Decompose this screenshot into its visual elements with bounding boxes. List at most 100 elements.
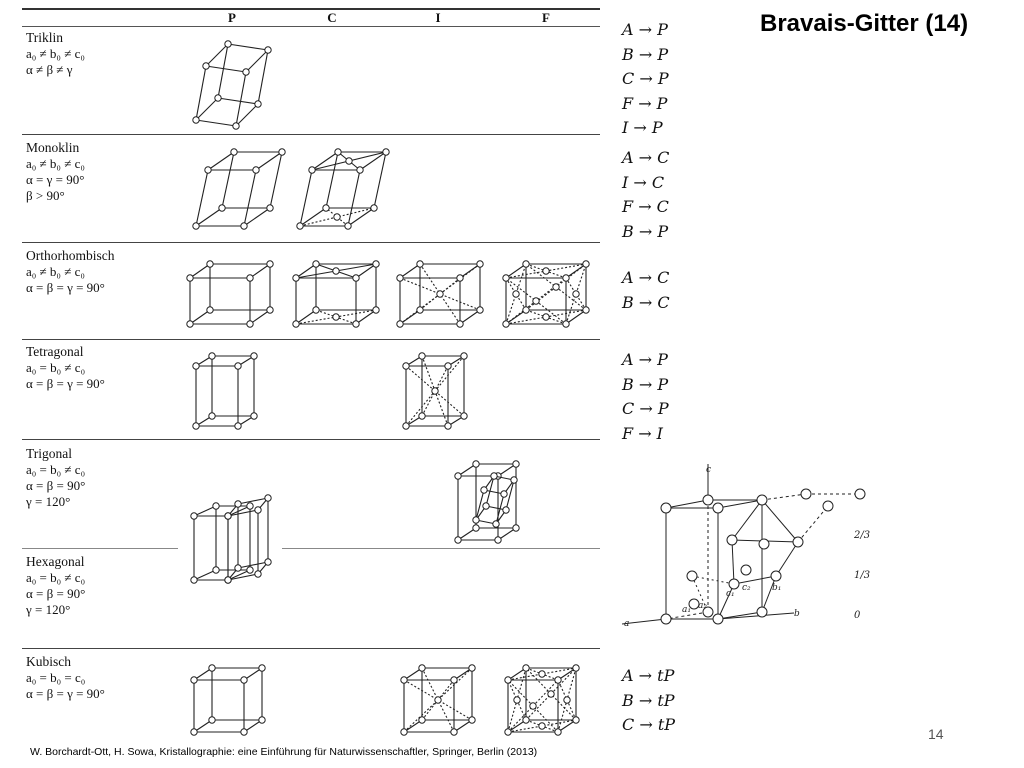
cell-edge (227, 505, 251, 517)
cell-hexagonal-p (190, 494, 272, 584)
lattice-atom (418, 664, 426, 672)
lattice-atom (450, 728, 458, 736)
lattice-atom (296, 222, 304, 230)
axis-label-a2: a₂ (698, 601, 707, 611)
rule-line: F → C (622, 197, 669, 216)
cell-edge (245, 49, 269, 73)
cell-edge (507, 719, 577, 733)
lattice-atom (242, 68, 250, 76)
cell-edge (434, 365, 449, 392)
cell-edge (237, 561, 269, 569)
cell-edge (195, 169, 209, 227)
cell-edge (373, 151, 387, 209)
lattice-atom (206, 306, 214, 314)
cell-edge (399, 277, 441, 295)
cell-trigonal-r (454, 460, 520, 544)
lattice-atom (264, 46, 272, 54)
height-label-two-thirds: 2/3 (853, 530, 870, 541)
axis-label-a: a (624, 619, 629, 629)
system-condition: α = β = γ = 90° (26, 686, 105, 701)
lattice-atom (333, 213, 341, 221)
lattice-atom (212, 502, 220, 510)
lattice-atom (512, 460, 520, 468)
lattice-atom (250, 352, 258, 360)
lattice-atom (356, 166, 364, 174)
cell-edge (221, 151, 235, 209)
lattice-atom (332, 313, 340, 321)
lattice-atom (370, 204, 378, 212)
cell-edge (399, 263, 421, 279)
rule-line: I → P (622, 118, 663, 137)
rule-line: C → tP (622, 715, 676, 734)
cell-edge (195, 65, 207, 121)
cell-edge (565, 263, 587, 325)
cell-edge (227, 569, 251, 581)
column-header-f: F (542, 10, 550, 25)
system-condition: a₀ = b₀ ≠ c₀ (26, 570, 86, 585)
lattice-atom (563, 696, 571, 704)
lattice-atom (258, 716, 266, 724)
axis-b-line (717, 612, 795, 620)
lattice-atom (400, 728, 408, 736)
system-condition: a₀ = b₀ ≠ c₀ (26, 360, 86, 375)
lattice-atom (504, 676, 512, 684)
system-name: Tetragonal (26, 344, 84, 359)
lattice-atom (246, 566, 254, 574)
lattice-atom (240, 728, 248, 736)
lattice-atom (502, 320, 510, 328)
lattice-atom (234, 362, 242, 370)
lattice-atom (480, 486, 488, 494)
lattice-atom (308, 166, 316, 174)
system-triklin: Triklin a₀ ≠ b₀ ≠ c₀ α ≠ β ≠ γ (26, 30, 85, 78)
cell-edge (485, 475, 495, 507)
lattice-atom (400, 676, 408, 684)
lattice-atom (529, 702, 537, 710)
lattice-atom (322, 204, 330, 212)
axis-label-b1: b₁ (772, 583, 781, 593)
system-condition: α = β = γ = 90° (26, 280, 105, 295)
system-condition: γ = 120° (26, 494, 71, 509)
cell-edge (439, 293, 481, 311)
cell-edge (249, 263, 271, 279)
cell-edge (505, 479, 515, 511)
rule-group-2: A → C I → C F → C B → P (622, 146, 669, 244)
cell-edge (195, 119, 237, 127)
lattice-atom (190, 728, 198, 736)
column-header-i: I (435, 10, 441, 25)
cell-edge (195, 207, 223, 227)
system-name: Trigonal (26, 446, 73, 461)
system-name: Orthorhombisch (26, 248, 115, 263)
cell-monoklin-p (192, 148, 286, 230)
lattice-atom (472, 524, 480, 532)
lattice-atom (396, 274, 404, 282)
rule-line: A → tP (622, 666, 675, 685)
cell-edge (437, 699, 455, 733)
lattice-atom (456, 274, 464, 282)
cell-edge (459, 309, 481, 325)
lattice-atom (252, 166, 260, 174)
lattice-atom (502, 506, 510, 514)
cell-edge (565, 263, 587, 279)
system-condition: α = γ = 90° (26, 172, 85, 187)
lattice-atom (582, 260, 590, 268)
system-name: Kubisch (26, 654, 71, 669)
cell-edge (421, 390, 436, 417)
cell-edge (299, 169, 313, 227)
lattice-atom (312, 260, 320, 268)
lattice-atom (500, 490, 508, 498)
rule-group-5: A → tP B → tP C → tP (622, 664, 675, 738)
system-condition: γ = 120° (26, 602, 71, 617)
system-hexagonal: Hexagonal a₀ = b₀ ≠ c₀ α = β = 90° γ = 1… (26, 554, 85, 618)
system-condition: a₀ = b₀ ≠ c₀ (26, 462, 86, 477)
row-divider (22, 242, 600, 243)
axis-a-line (622, 618, 667, 625)
system-condition: a₀ ≠ b₀ ≠ c₀ (26, 264, 85, 279)
lattice-atom (312, 306, 320, 314)
cell-edge (475, 489, 485, 521)
lattice-atom (292, 274, 300, 282)
lattice-atom (460, 412, 468, 420)
lattice-atom (230, 148, 238, 156)
lattice-atom (234, 422, 242, 430)
rule-line: B → P (622, 221, 669, 241)
lattice-atom (418, 352, 426, 360)
